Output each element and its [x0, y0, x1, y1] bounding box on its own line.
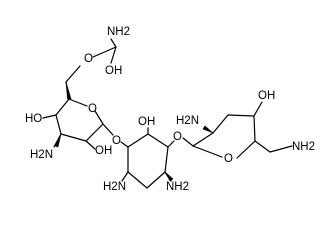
label-oh-core: OH — [138, 116, 155, 128]
bond-c2-c3 — [60, 133, 87, 142]
label-nh2-carbamate: NH2 — [107, 26, 130, 38]
bond-c5p-oring2 — [236, 140, 256, 159]
label-oh-sugar1: OH — [95, 145, 112, 157]
wedge-bond-c5 — [65, 81, 72, 100]
label-ho-sugar1: HO — [25, 113, 42, 125]
wedge-bond-cD-nh2 — [164, 171, 174, 182]
bond-c4-c5 — [55, 98, 70, 116]
bond-oring-c1 — [94, 110, 104, 125]
bond-cE-cF — [127, 171, 148, 189]
bond-c5-oring — [68, 98, 88, 107]
bond-cB-cC — [147, 133, 169, 148]
bond-c5p-ch2 — [254, 140, 271, 153]
bond-c2-oh — [85, 140, 96, 150]
bond-c3p-c4p — [227, 114, 255, 117]
label-o-ring2: O — [224, 153, 233, 165]
bond-c4p-oh — [253, 101, 263, 117]
bond-c1p-c2p — [192, 132, 214, 147]
bond-cA-cB — [127, 133, 149, 148]
bond-c-oh — [110, 46, 117, 64]
label-o-glyco2: O — [173, 131, 182, 143]
bonds — [42, 38, 293, 189]
bond-c2p-c3p — [212, 114, 229, 134]
wedge-bond-c2p-nh2 — [202, 125, 214, 134]
bond-cC-cD — [164, 146, 169, 173]
label-o-ester: O — [84, 53, 93, 65]
label-o-glyco1: O — [112, 135, 121, 147]
label-oh-carbamate: OH — [105, 65, 122, 77]
bond-oglyco-cA — [120, 141, 129, 148]
bond-c4p-c5p — [253, 115, 256, 142]
bond-cD-cE — [146, 171, 166, 189]
label-h2n-sugar2: H2N — [176, 115, 199, 127]
bond-cF-nh2 — [121, 171, 129, 182]
bond-ch2-nh2 — [269, 145, 293, 153]
stereo-bonds — [54, 81, 214, 182]
bond-c1-c2 — [85, 123, 104, 142]
bond-c3-c4 — [55, 114, 62, 135]
bond-c1-oglyco — [102, 123, 114, 136]
label-oh-sugar2: OH — [258, 90, 275, 102]
bond-c4-ho — [42, 114, 57, 119]
label-h2n-sugar1: H2N — [30, 149, 53, 161]
label-h2n-core-left: H2N — [103, 181, 126, 193]
label-nh2-sugar2-chain: NH2 — [292, 141, 315, 153]
bond-c-nh2 — [110, 38, 117, 48]
label-nh2-core-right: NH2 — [166, 181, 189, 193]
atom-labels: NH2 OH O HO H2N O OH O OH O H2N NH2 H2N … — [25, 26, 315, 193]
bond-c-o-ester — [92, 46, 117, 58]
bond-cC-oglyco2 — [167, 140, 175, 148]
label-o-ring1: O — [88, 103, 97, 115]
bond-oring2-c1p — [192, 145, 223, 158]
bond-o-ch2 — [65, 65, 81, 83]
wedge-bond-c3-nh2 — [54, 133, 62, 148]
bond-oglyco2-c1p — [182, 137, 194, 147]
